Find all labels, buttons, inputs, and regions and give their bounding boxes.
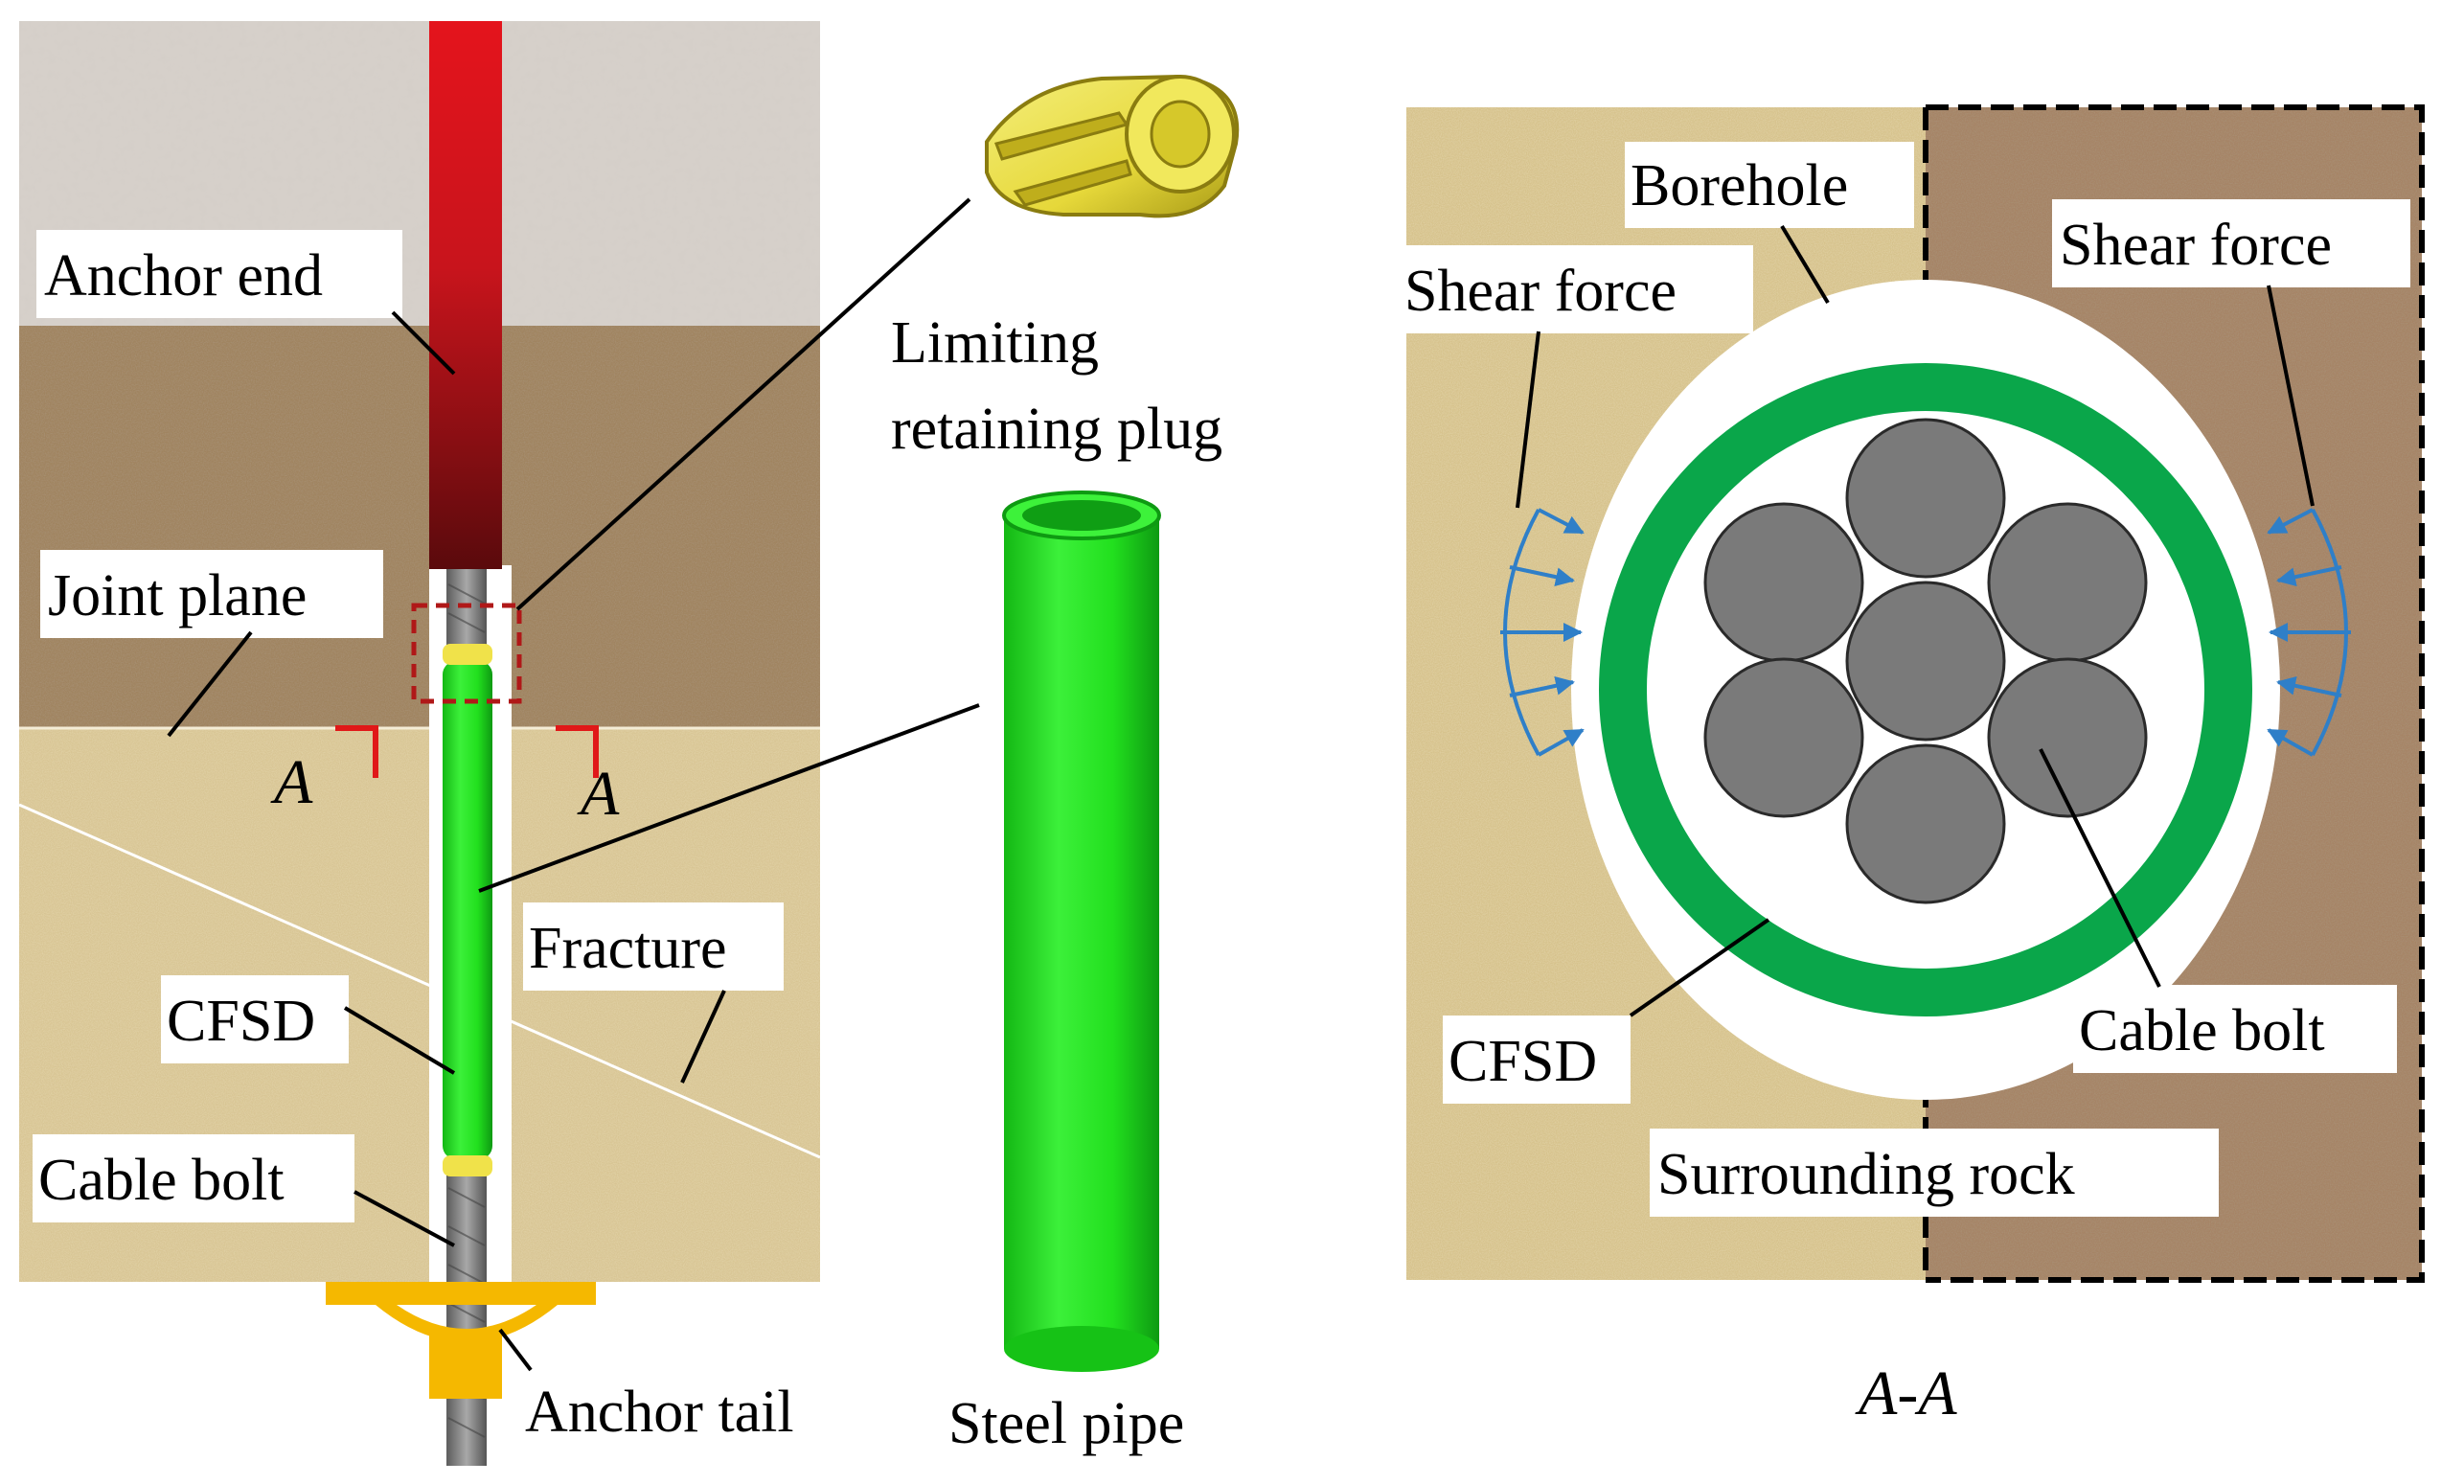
svg-text:Limiting: Limiting xyxy=(891,310,1099,376)
label-joint-plane: Joint plane xyxy=(40,550,383,638)
svg-text:Cable bolt: Cable bolt xyxy=(2079,998,2325,1063)
plug-detail-box xyxy=(411,603,522,704)
svg-text:Cable bolt: Cable bolt xyxy=(38,1148,285,1213)
svg-text:Shear force: Shear force xyxy=(1404,259,1677,324)
leader-cable-bolt-right xyxy=(2039,748,2161,988)
leader-shear-left xyxy=(1516,331,1540,509)
cable-strand-lower xyxy=(446,1171,487,1466)
svg-text:Shear force: Shear force xyxy=(2060,213,2332,278)
label-fracture: Fracture xyxy=(523,902,784,991)
shear-force-arrows-right xyxy=(2267,508,2351,757)
svg-text:Surrounding rock: Surrounding rock xyxy=(1657,1142,2075,1207)
svg-text:Fracture: Fracture xyxy=(529,916,727,981)
section-marker-left xyxy=(335,725,378,778)
label-surrounding-rock: Surrounding rock xyxy=(1650,1129,2219,1217)
label-anchor-end: Anchor end xyxy=(36,230,402,318)
limiting-retaining-plug xyxy=(985,74,1240,218)
leader-fracture xyxy=(680,990,726,1084)
section-marker-right xyxy=(556,725,599,778)
label-cable-bolt-right: Cable bolt xyxy=(2073,985,2397,1073)
leader-plug xyxy=(515,197,971,611)
plug-cap-top xyxy=(443,644,492,665)
label-anchor-tail: Anchor tail xyxy=(517,1366,864,1454)
plug-cap-bottom xyxy=(443,1155,492,1176)
cfsd-ring-section xyxy=(1599,363,2252,1016)
leader-anchor-end xyxy=(391,310,456,376)
svg-text:Anchor tail: Anchor tail xyxy=(525,1380,794,1445)
label-cfsd-left: CFSD xyxy=(161,975,349,1063)
label-shear-force-left: Shear force xyxy=(1397,245,1753,333)
anchor-tail-plate xyxy=(326,1282,596,1399)
svg-text:retaining plug: retaining plug xyxy=(891,397,1222,462)
leader-steel-pipe xyxy=(478,703,980,893)
section-title-aa: A-A xyxy=(1855,1358,1957,1428)
svg-text:Borehole: Borehole xyxy=(1631,153,1848,218)
label-steel-pipe: Steel pipe xyxy=(948,1391,1184,1456)
label-shear-force-right: Shear force xyxy=(2052,199,2410,287)
section-label-right: A xyxy=(577,759,620,829)
leader-cable-bolt-left xyxy=(354,1190,455,1247)
cable-bolt-strands xyxy=(1703,418,2148,904)
leader-cfsd-right xyxy=(1629,918,1770,1017)
section-label-left: A xyxy=(270,747,313,817)
shear-force-arrows-left xyxy=(1500,508,1585,757)
leader-borehole xyxy=(1780,224,1830,305)
svg-text:CFSD: CFSD xyxy=(1449,1029,1597,1094)
label-limiting-retaining-plug: Limiting retaining plug xyxy=(891,310,1222,462)
rock-strata-left xyxy=(19,21,820,1282)
svg-text:Joint plane: Joint plane xyxy=(48,563,307,628)
leader-cfsd-left xyxy=(343,1006,456,1075)
cfsd-pipe xyxy=(443,661,492,1159)
leader-joint-plane xyxy=(167,630,253,738)
fracture-line xyxy=(19,803,820,1159)
surrounding-rock-frame xyxy=(1926,104,2425,1283)
leader-anchor-tail xyxy=(498,1328,533,1372)
label-borehole: Borehole xyxy=(1625,142,1914,228)
label-cable-bolt-left: Cable bolt xyxy=(33,1134,354,1222)
steel-pipe-component xyxy=(1002,491,1161,1372)
leader-shear-right xyxy=(2267,285,2315,507)
anchor-end-bar xyxy=(429,21,502,569)
svg-text:Anchor end: Anchor end xyxy=(44,243,323,308)
label-cfsd-right: CFSD xyxy=(1443,1016,1631,1104)
svg-text:CFSD: CFSD xyxy=(167,989,315,1054)
